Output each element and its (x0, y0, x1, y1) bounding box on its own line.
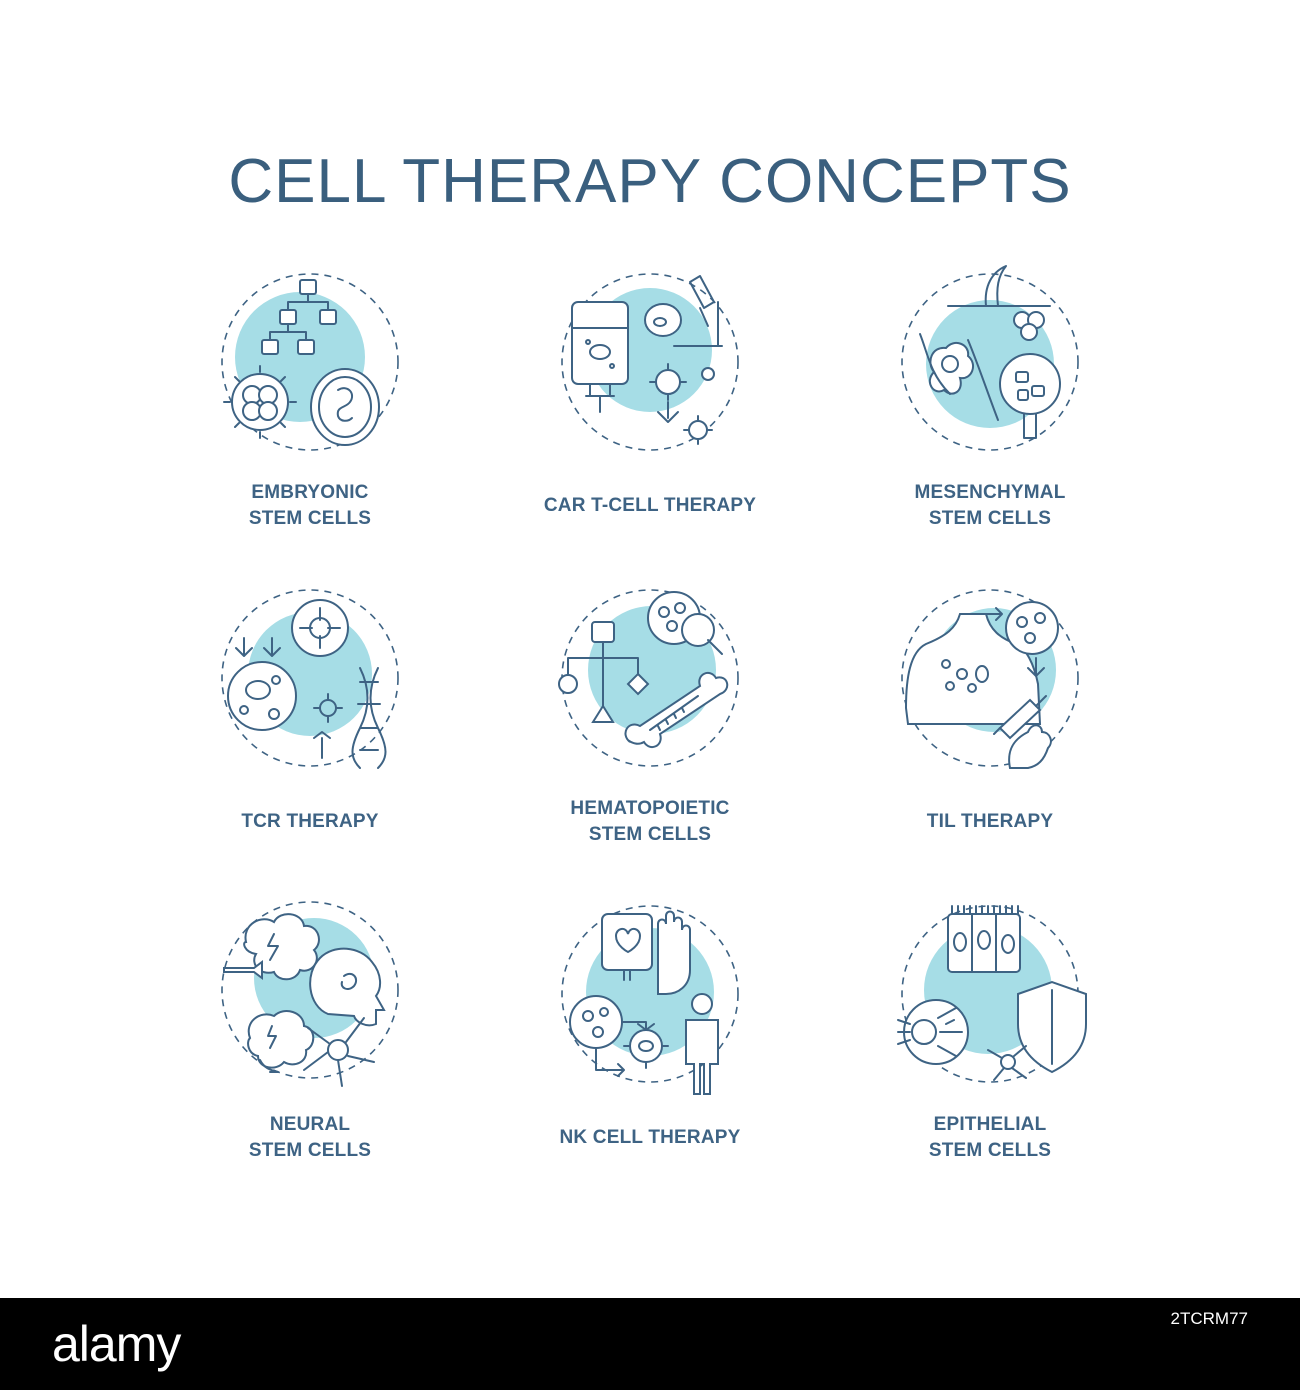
hand-person-icon (561, 905, 739, 1095)
concept-card: CAR T-CELL THERAPY (480, 262, 820, 578)
eye-shield-icon (897, 905, 1087, 1083)
label-line-2: STEM CELLS (588, 824, 712, 845)
concept-label: NEURAL STEM CELLS (140, 1108, 480, 1168)
label-line-1: EMBRYONIC (251, 482, 369, 503)
concept-grid: EMBRYONIC STEM CELLS CAR T-CELL THERAP (140, 262, 1160, 1210)
concept-card: MESENCHYMAL STEM CELLS (820, 262, 1160, 578)
concept-card: NEURAL STEM CELLS (140, 894, 480, 1210)
label-line-1: TIL THERAPY (926, 811, 1054, 832)
bone-syringe-icon (558, 589, 739, 767)
bone-hair-cells-icon (901, 265, 1079, 451)
image-code: 2TCRM77 (1170, 1309, 1248, 1328)
body-syringe-icon (901, 589, 1079, 769)
concept-label: EPITHELIAL STEM CELLS (820, 1108, 1160, 1168)
brain-neuron-icon (221, 901, 399, 1087)
label-line-1: CAR T-CELL THERAPY (543, 495, 757, 516)
concept-label: TCR THERAPY (140, 792, 480, 852)
concept-card: TIL THERAPY (820, 578, 1160, 894)
concept-label: NK CELL THERAPY (480, 1108, 820, 1168)
concept-label: MESENCHYMAL STEM CELLS (820, 476, 1160, 536)
label-line-2: STEM CELLS (928, 1140, 1052, 1161)
page-title: CELL THERAPY CONCEPTS (228, 147, 1072, 216)
embryo-stem-cell-icon (221, 273, 399, 451)
label-line-1: TCR THERAPY (241, 811, 379, 832)
label-line-1: MESENCHYMAL (914, 482, 1066, 503)
target-dna-icon (221, 589, 399, 769)
label-line-1: EPITHELIAL (933, 1114, 1047, 1135)
concept-label: TIL THERAPY (820, 792, 1160, 852)
footer-bar: alamy 2TCRM77 (0, 1298, 1300, 1390)
concept-card: TCR THERAPY (140, 578, 480, 894)
label-line-1: NK CELL THERAPY (559, 1127, 741, 1148)
concept-card: NK CELL THERAPY (480, 894, 820, 1210)
concept-card: EMBRYONIC STEM CELLS (140, 262, 480, 578)
label-line-2: STEM CELLS (928, 508, 1052, 529)
iv-bag-microscope-icon (561, 273, 739, 451)
watermark-logo: alamy (52, 1316, 181, 1372)
concept-label: CAR T-CELL THERAPY (480, 476, 820, 536)
label-line-2: STEM CELLS (248, 508, 372, 529)
concept-card: HEMATOPOIETIC STEM CELLS (480, 578, 820, 894)
concept-card: EPITHELIAL STEM CELLS (820, 894, 1160, 1210)
label-line-1: HEMATOPOIETIC (570, 798, 730, 819)
label-line-1: NEURAL (269, 1114, 351, 1135)
concept-label: HEMATOPOIETIC STEM CELLS (480, 792, 820, 852)
concept-label: EMBRYONIC STEM CELLS (140, 476, 480, 536)
label-line-2: STEM CELLS (248, 1140, 372, 1161)
